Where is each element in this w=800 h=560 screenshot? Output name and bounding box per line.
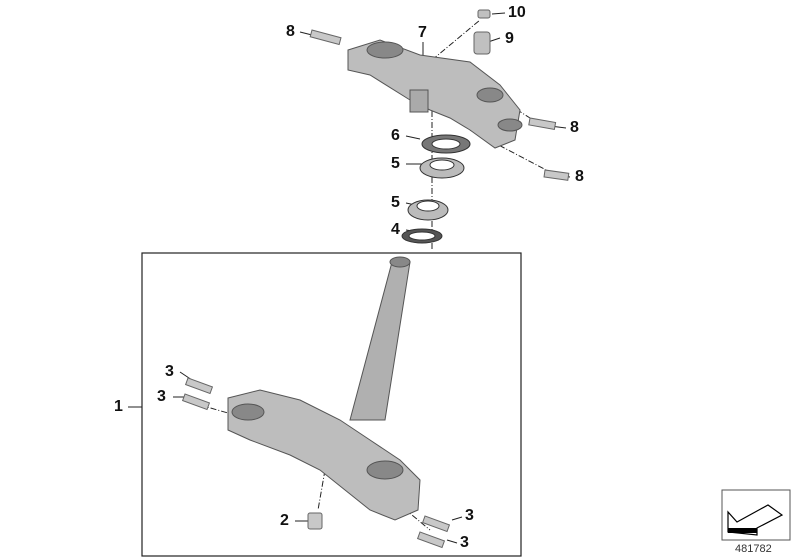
callout-5: 5	[391, 155, 400, 172]
bearings-seals	[401, 134, 471, 244]
callout-3: 3	[465, 507, 474, 524]
callout-10: 10	[508, 4, 526, 21]
nut-9-cap-10	[473, 9, 491, 55]
callout-8: 8	[286, 23, 295, 40]
callout-4: 4	[391, 221, 400, 238]
callout-3: 3	[460, 534, 469, 551]
callout-6: 6	[391, 127, 400, 144]
callout-7: 7	[418, 24, 427, 41]
bolts-8	[309, 29, 570, 181]
assembly-frame	[141, 252, 522, 557]
reference-number: 481782	[735, 543, 772, 555]
callout-1: 1	[114, 398, 123, 415]
bolts-3	[181, 377, 451, 549]
callout-8: 8	[575, 168, 584, 185]
callout-8: 8	[570, 119, 579, 136]
callout-9: 9	[505, 30, 514, 47]
callout-3: 3	[157, 388, 166, 405]
arrow-reference-icon	[721, 489, 791, 541]
upper-triple-clamp	[347, 39, 523, 149]
callout-3: 3	[165, 363, 174, 380]
callout-2: 2	[280, 512, 289, 529]
callout-5: 5	[391, 194, 400, 211]
lower-triple-clamp	[227, 256, 421, 521]
